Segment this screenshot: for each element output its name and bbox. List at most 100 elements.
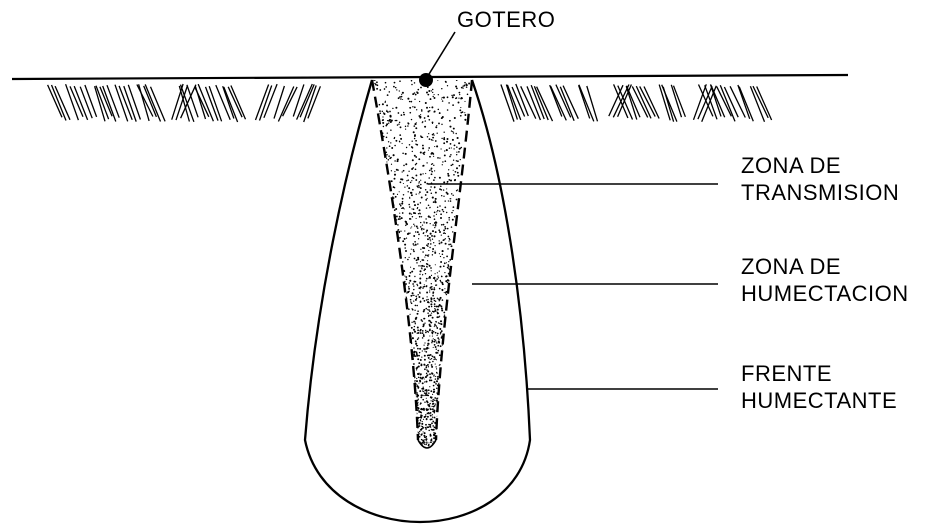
- stipple-dot: [426, 381, 428, 383]
- stipple-dot: [407, 291, 409, 293]
- stipple-dot: [419, 277, 421, 279]
- stipple-dot: [443, 229, 445, 231]
- stipple-dot: [450, 244, 452, 246]
- stipple-dot: [435, 231, 437, 233]
- stipple-dot: [454, 144, 456, 146]
- stipple-dot: [424, 322, 425, 323]
- stipple-dot: [415, 396, 416, 397]
- stipple-dot: [374, 80, 375, 81]
- stipple-dot: [429, 376, 431, 378]
- stipple-dot: [433, 111, 435, 113]
- stipple-dot: [424, 117, 426, 119]
- stipple-dot: [411, 194, 413, 196]
- stipple-dot: [419, 355, 420, 356]
- stipple-dot: [421, 395, 423, 397]
- stipple-dot: [442, 349, 443, 350]
- stipple-dot: [414, 276, 415, 277]
- stipple-dot: [395, 107, 397, 109]
- stipple-dot: [441, 276, 443, 278]
- stipple-dot: [437, 416, 439, 418]
- stipple-dot: [403, 170, 405, 172]
- soil-hatch-stroke: [757, 87, 772, 121]
- stipple-dot: [434, 146, 435, 147]
- stipple-dot: [455, 85, 457, 87]
- stipple-dot: [425, 218, 426, 219]
- stipple-dot: [424, 222, 425, 223]
- stipple-dot: [376, 88, 378, 90]
- stipple-dot: [451, 147, 452, 148]
- stipple-dot: [431, 288, 433, 290]
- stipple-dot: [427, 374, 428, 375]
- stipple-dot: [452, 104, 454, 106]
- stipple-dot: [434, 397, 436, 399]
- stipple-dot: [421, 229, 422, 230]
- stipple-dot: [431, 312, 432, 313]
- stipple-dot: [429, 324, 431, 326]
- stipple-dot: [468, 83, 470, 85]
- stipple-dot: [464, 101, 465, 102]
- stipple-dot: [431, 192, 433, 194]
- stipple-dot: [441, 195, 442, 196]
- stipple-dot: [397, 245, 398, 246]
- stipple-dot: [433, 288, 435, 290]
- stipple-dot: [429, 424, 431, 426]
- stipple-dot: [402, 261, 404, 263]
- stipple-dot: [433, 406, 435, 408]
- stipple-dot: [383, 119, 384, 120]
- stipple-dot: [425, 414, 426, 415]
- stipple-dot: [410, 253, 411, 254]
- stipple-dot: [424, 359, 426, 361]
- stipple-dot: [431, 235, 433, 237]
- stipple-dot: [442, 97, 443, 98]
- stipple-dot: [409, 144, 411, 146]
- stipple-dot: [421, 447, 423, 449]
- stipple-dot: [435, 378, 436, 379]
- stipple-dot: [435, 264, 436, 265]
- stipple-dot: [420, 332, 422, 334]
- stipple-dot: [417, 185, 418, 186]
- stipple-dot: [428, 366, 429, 367]
- stipple-dot: [429, 379, 431, 381]
- stipple-dot: [404, 247, 406, 249]
- stipple-dot: [432, 96, 433, 97]
- stipple-dot: [432, 317, 434, 319]
- stipple-dot: [393, 86, 395, 88]
- stipple-dot: [420, 187, 422, 189]
- stipple-dot: [397, 124, 399, 126]
- stipple-dot: [420, 87, 422, 89]
- stipple-dot: [448, 280, 450, 282]
- stipple-dot: [439, 157, 440, 158]
- stipple-dot: [410, 101, 412, 103]
- stipple-dot: [414, 258, 416, 260]
- stipple-dot: [420, 114, 421, 115]
- stipple-dot: [443, 224, 445, 226]
- stipple-dot: [445, 276, 447, 278]
- stipple-dot: [411, 213, 412, 214]
- stipple-dot: [444, 132, 445, 133]
- stipple-dot: [434, 300, 435, 301]
- stipple-dot: [430, 325, 432, 327]
- stipple-dot: [426, 426, 428, 428]
- stipple-dot: [434, 252, 436, 254]
- stipple-dot: [431, 358, 432, 359]
- stipple-dot: [419, 380, 421, 382]
- stipple-dot: [416, 91, 418, 93]
- stipple-dot: [456, 151, 457, 152]
- stipple-dot: [427, 416, 429, 418]
- stipple-dot: [436, 335, 437, 336]
- stipple-dot: [454, 117, 456, 119]
- stipple-dot: [442, 290, 443, 291]
- stipple-dot: [410, 369, 412, 371]
- stipple-dot: [388, 141, 389, 142]
- stipple-dot: [451, 130, 452, 131]
- stipple-dot: [428, 442, 429, 443]
- stipple-dot: [439, 271, 440, 272]
- stipple-dot: [423, 286, 424, 287]
- stipple-dot: [386, 110, 388, 112]
- stipple-dot: [409, 206, 411, 208]
- stipple-dot: [425, 449, 427, 451]
- stipple-dot: [446, 192, 448, 194]
- stipple-dot: [409, 198, 410, 199]
- soil-hatch-stroke: [52, 85, 67, 121]
- stipple-dot: [396, 89, 397, 90]
